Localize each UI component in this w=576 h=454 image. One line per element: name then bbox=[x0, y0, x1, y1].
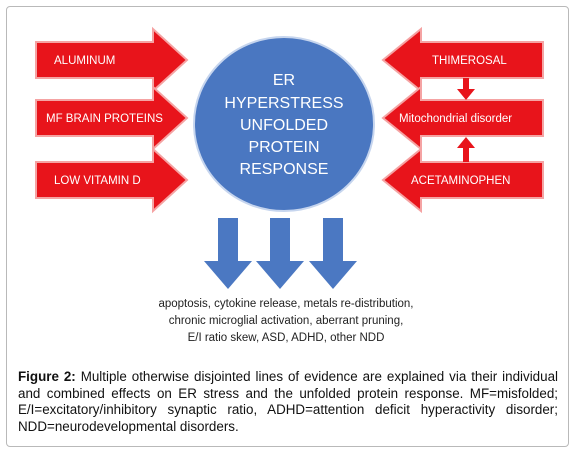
input-arrow-aluminum: ALUMINUM bbox=[35, 26, 189, 94]
down-arrow-1 bbox=[204, 218, 252, 289]
center-text-line: ER bbox=[273, 72, 295, 89]
connector-arrow-acetaminophen-to-mitochondrial bbox=[457, 137, 475, 162]
center-text-line: HYPERSTRESS bbox=[224, 95, 343, 112]
input-arrow-thimerosal: THIMEROSAL bbox=[381, 26, 544, 94]
outcomes-text: apoptosis, cytokine release, metals re-d… bbox=[90, 296, 482, 347]
diagram: ALUMINUM MF BRAIN PROTEINS LOW VITAMIN D… bbox=[35, 26, 544, 289]
caption-text: Multiple otherwise disjointed lines of e… bbox=[18, 369, 558, 434]
arrow-label: LOW VITAMIN D bbox=[54, 175, 141, 187]
input-arrow-acetaminophen: ACETAMINOPHEN bbox=[381, 146, 544, 214]
down-arrow-3 bbox=[309, 218, 357, 289]
arrow-label: THIMEROSAL bbox=[432, 55, 507, 67]
figure-caption: Figure 2: Multiple otherwise disjointed … bbox=[18, 369, 558, 435]
outcome-line: apoptosis, cytokine release, metals re-d… bbox=[158, 298, 414, 310]
arrow-label: Mitochondrial disorder bbox=[399, 113, 512, 125]
input-arrow-mf-brain-proteins: MF BRAIN PROTEINS bbox=[35, 84, 189, 152]
center-circle-er-stress: ER HYPERSTRESS UNFOLDED PROTEIN RESPONSE bbox=[193, 36, 375, 212]
outcome-line: E/I ratio skew, ASD, ADHD, other NDD bbox=[187, 332, 385, 344]
input-arrow-low-vitamin-d: LOW VITAMIN D bbox=[35, 146, 189, 214]
caption-label: Figure 2: bbox=[18, 369, 76, 384]
center-text-line: PROTEIN bbox=[248, 139, 319, 156]
input-arrow-mitochondrial-disorder: Mitochondrial disorder bbox=[381, 84, 544, 152]
connector-arrow-thimerosal-to-mitochondrial bbox=[457, 78, 475, 100]
arrow-label: MF BRAIN PROTEINS bbox=[46, 113, 163, 125]
center-text-line: RESPONSE bbox=[240, 161, 329, 178]
down-arrow-2 bbox=[256, 218, 304, 289]
outcome-line: chronic microglial activation, aberrant … bbox=[168, 315, 404, 327]
center-text-line: UNFOLDED bbox=[240, 117, 328, 134]
arrow-label: ALUMINUM bbox=[54, 55, 115, 67]
arrow-label: ACETAMINOPHEN bbox=[411, 175, 510, 187]
